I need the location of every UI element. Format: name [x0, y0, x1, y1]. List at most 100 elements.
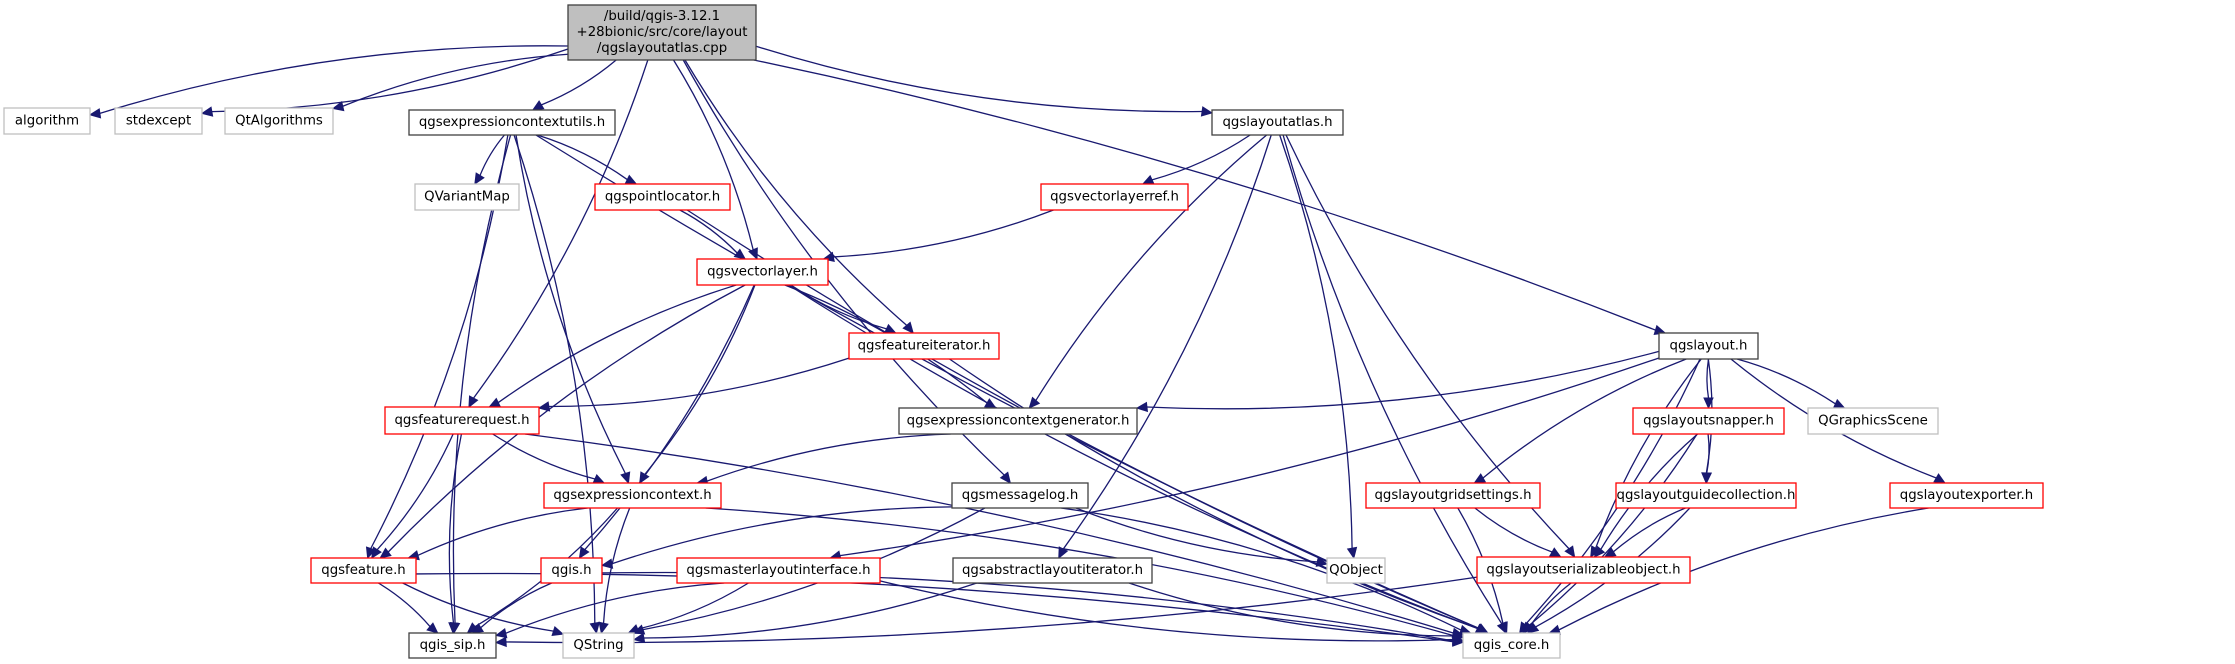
edge-line: [1151, 134, 1251, 181]
edge-line: [448, 433, 463, 624]
node-label: stdexcept: [126, 114, 191, 129]
arrowhead-icon: [1141, 174, 1155, 185]
arrowhead-icon: [1522, 621, 1535, 634]
edge-qgsfeatureiterator-to-qgsfeaturerequest: [537, 357, 850, 412]
edge-line: [684, 59, 908, 326]
node-label: qgslayoutsnapper.h: [1643, 414, 1774, 429]
node-box: [224, 107, 334, 135]
node-qgslayoutsnapper[interactable]: qgslayoutsnapper.h: [1632, 407, 1785, 435]
node-box: [567, 4, 757, 61]
edge-line: [99, 45, 569, 115]
node-label: /qgslayoutatlas.cpp: [597, 41, 727, 56]
node-box: [594, 183, 731, 211]
arrowhead-icon: [620, 471, 631, 485]
node-qgsfeaturerequest[interactable]: qgsfeaturerequest.h: [384, 406, 540, 435]
node-label: algorithm: [15, 114, 79, 129]
edge-line: [1528, 433, 1698, 626]
arrowhead-icon: [494, 627, 508, 639]
node-qgslayout[interactable]: qgslayout.h: [1658, 332, 1759, 360]
edge-line: [1474, 507, 1553, 553]
edge-qgis-to-qgis_sip: [471, 582, 552, 634]
edge-qgsexpressioncontextutils-to-qgsexpressioncontext: [515, 134, 631, 485]
arrowhead-icon: [426, 622, 439, 634]
arrowhead-icon: [371, 546, 382, 560]
arrowhead-icon: [1548, 547, 1562, 558]
edge-qgsexpressioncontextutils-to-QVariantMap: [474, 134, 505, 186]
node-label: QVariantMap: [424, 190, 510, 205]
arrowhead-icon: [624, 174, 638, 185]
arrowhead-icon: [1315, 556, 1329, 567]
node-qgsfeature[interactable]: qgsfeature.h: [310, 557, 417, 584]
arrowhead-icon: [578, 546, 590, 560]
arrowhead-icon: [1603, 547, 1617, 558]
edge-qgsmessagelog-to-qgis: [600, 506, 953, 569]
arrowhead-icon: [448, 622, 459, 635]
arrowhead-icon: [598, 621, 609, 635]
node-label: qgslayoutgridsettings.h: [1374, 488, 1531, 503]
edge-line: [706, 433, 951, 482]
edge-qgslayoutatlas-to-qgis_core: [1282, 134, 1507, 635]
arrowhead-icon: [1473, 473, 1487, 484]
node-qgslayoutguidecollection[interactable]: qgslayoutguidecollection.h: [1615, 482, 1797, 509]
arrowhead-icon: [1497, 621, 1508, 635]
edge-line: [643, 582, 978, 639]
edge-line: [492, 433, 596, 480]
edge-qgsvectorlayer-to-qgsfeature: [379, 284, 746, 559]
edge-qgsfeature-to-qgis_sip: [377, 582, 439, 634]
node-qgsfeatureiterator[interactable]: qgsfeatureiterator.h: [848, 332, 1000, 360]
edge-line: [211, 48, 569, 113]
edge-root-to-qgslayout: [753, 59, 1667, 336]
edge-line: [537, 134, 628, 181]
edge-line: [548, 357, 850, 408]
node-box: [676, 557, 881, 584]
node-box: [1462, 632, 1561, 659]
node-qgsabstractlayoutiterator[interactable]: qgsabstractlayoutiterator.h: [952, 557, 1153, 584]
edge-qgslayout-to-qgslayoutsnapper: [1703, 358, 1714, 410]
node-box: [1615, 482, 1797, 509]
node-label: qgis_sip.h: [420, 638, 486, 653]
edge-line: [377, 582, 431, 627]
node-label: /build/qgis-3.12.1: [604, 9, 720, 24]
node-box: [1889, 482, 2044, 509]
node-qgslayoutatlas[interactable]: qgslayoutatlas.h: [1211, 109, 1344, 136]
node-qgis_sip[interactable]: qgis_sip.h: [408, 632, 497, 659]
node-box: [1040, 183, 1189, 211]
node-QVariantMap: QVariantMap: [414, 183, 520, 211]
node-label: qgsfeaturerequest.h: [394, 413, 529, 428]
edge-line: [611, 506, 953, 565]
node-label: +28bionic/src/core/layout: [577, 25, 748, 40]
arrowhead-icon: [474, 172, 485, 186]
node-label: qgis.h: [551, 563, 591, 578]
node-qgsmasterlayoutinterface[interactable]: qgsmasterlayoutinterface.h: [676, 557, 881, 584]
node-label: qgsabstractlayoutiterator.h: [962, 563, 1143, 578]
node-qgslayoutserializableobject[interactable]: qgslayoutserializableobject.h: [1476, 556, 1691, 584]
node-qgsmessagelog[interactable]: qgsmessagelog.h: [951, 482, 1089, 509]
edge-qgsfeature-to-QString: [402, 582, 565, 637]
edge-line: [1060, 507, 1462, 631]
arrowhead-icon: [883, 323, 897, 334]
node-qgis[interactable]: qgis.h: [540, 557, 603, 584]
node-algorithm: algorithm: [3, 107, 91, 135]
edge-qgsexpressioncontext-to-qgsfeature: [407, 507, 588, 561]
node-qgsvectorlayerref[interactable]: qgsvectorlayerref.h: [1040, 183, 1189, 211]
node-qgsexpressioncontextgenerator[interactable]: qgsexpressioncontextgenerator.h: [898, 407, 1138, 435]
node-root[interactable]: /build/qgis-3.12.1+28bionic/src/core/lay…: [567, 4, 757, 61]
edge-line: [1595, 358, 1702, 549]
node-qgspointlocator[interactable]: qgspointlocator.h: [594, 183, 731, 211]
edge-line: [755, 45, 1203, 113]
node-qgslayoutexporter[interactable]: qgslayoutexporter.h: [1889, 482, 2044, 509]
edge-qgslayoutatlas-to-QObject: [1279, 134, 1358, 560]
edge-line: [480, 582, 552, 629]
node-qgsexpressioncontextutils[interactable]: qgsexpressioncontextutils.h: [408, 109, 616, 136]
node-qgslayoutgridsettings[interactable]: qgslayoutgridsettings.h: [1365, 482, 1541, 509]
edge-qgspointlocator-to-qgsvectorlayer: [679, 209, 747, 260]
node-qgsexpressioncontext[interactable]: qgsexpressioncontext.h: [543, 482, 722, 509]
node-box: [543, 482, 722, 509]
node-label: qgslayout.h: [1670, 339, 1748, 354]
edge-qgslayout-to-qgsmasterlayoutinterface: [829, 357, 1660, 561]
edge-qgsfeaturerequest-to-qgsfeature: [371, 433, 454, 560]
edge-qgsmasterlayoutinterface-to-QString: [627, 582, 749, 634]
edge-root-to-QtAlgorithms: [331, 53, 569, 112]
node-label: qgspointlocator.h: [605, 190, 720, 205]
node-qgsvectorlayer[interactable]: qgsvectorlayer.h: [696, 258, 829, 286]
